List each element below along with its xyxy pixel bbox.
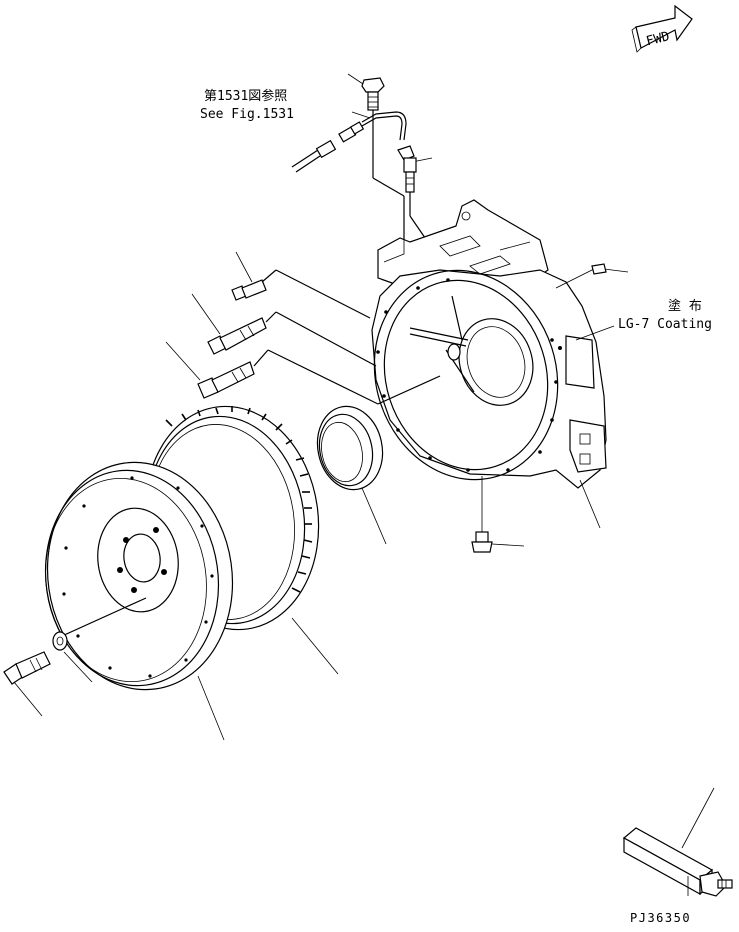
drain-plug	[471, 476, 525, 553]
housing-bolts	[165, 251, 441, 405]
tool-icon	[622, 787, 733, 897]
coating-note-en: LG-7 Coating	[618, 317, 712, 332]
flywheel	[44, 461, 234, 741]
coating-leader	[575, 325, 615, 341]
drawing-number: PJ36350	[630, 911, 691, 925]
speed-sensor	[397, 145, 433, 249]
flywheel-bolt	[3, 651, 51, 717]
coating-note-jp: 塗 布	[668, 298, 702, 314]
fwd-label: FWD	[645, 29, 672, 49]
fwd-arrow-icon: FWD	[631, 4, 693, 53]
oil-seal	[316, 405, 387, 545]
bolt-top	[347, 73, 405, 240]
flywheel-housing	[371, 199, 629, 529]
washer	[52, 631, 93, 683]
reference-note-jp: 第1531図参照	[204, 88, 287, 104]
reference-note-en: See Fig.1531	[200, 107, 294, 122]
wire-harness-sensor	[291, 111, 407, 173]
